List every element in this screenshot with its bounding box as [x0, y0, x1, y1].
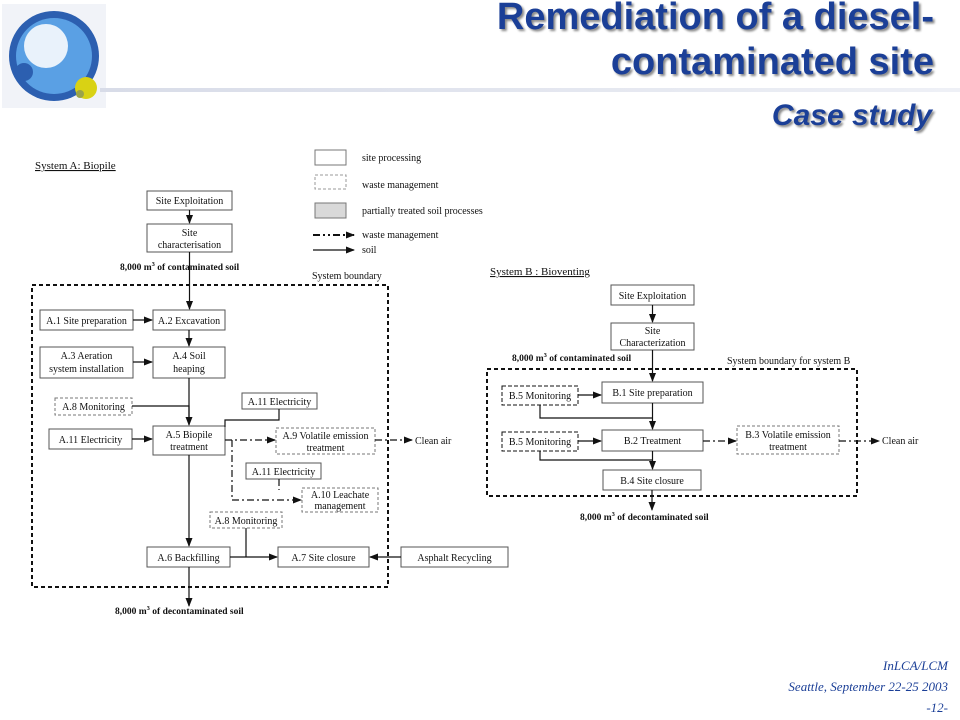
- b-decontaminated-soil-label: 8,000 m3 of decontaminated soil: [580, 511, 709, 523]
- system-b-title: System B : Bioventing: [490, 266, 590, 278]
- b-contaminated-soil-label: 8,000 m3 of contaminated soil: [512, 352, 631, 364]
- a5-label-2: treatment: [170, 442, 208, 453]
- a-site-char-label-1: Site: [182, 228, 198, 239]
- a11-lower-box: [245, 462, 322, 480]
- a7-label: A.7 Site closure: [291, 553, 356, 564]
- legend-soil-label: soil: [362, 245, 377, 256]
- logo-icon: [2, 4, 106, 108]
- a9-label-1: A.9 Volatile emission: [282, 431, 368, 442]
- a10-label-1: A.10 Leachate: [311, 490, 370, 501]
- a5-box: [152, 425, 226, 456]
- a-system-boundary: [31, 284, 389, 588]
- a4-label-2: heaping: [173, 364, 205, 375]
- process-flow-diagram: site processing waste management partial…: [31, 149, 919, 617]
- b-site-exploitation-label: Site Exploitation: [619, 291, 687, 302]
- a9-box: [275, 427, 376, 455]
- system-b-connectors: [539, 305, 656, 511]
- system-a-waste-connectors: [225, 436, 413, 504]
- a-site-char-label-2: characterisation: [158, 240, 221, 251]
- legend-waste-management-swatch: [314, 174, 347, 190]
- b5-bottom-label: B.5 Monitoring: [509, 437, 571, 448]
- footer-date: Seattle, September 22-25 2003: [788, 679, 948, 694]
- title-line-1: Remediation of a diesel-: [496, 0, 934, 38]
- a4-label-1: A.4 Soil: [172, 351, 206, 362]
- legend-waste-management-label: waste management: [362, 180, 439, 191]
- legend-site-processing-label: site processing: [362, 153, 421, 164]
- a-clean-air-label: Clean air: [415, 436, 452, 447]
- a3-label-1: A.3 Aeration: [61, 351, 113, 362]
- a-decontaminated-soil-label: 8,000 m3 of decontaminated soil: [115, 605, 244, 617]
- b-system-boundary-label: System boundary for system B: [727, 356, 851, 367]
- system-a-connectors: [132, 210, 401, 607]
- subtitle: Case study: [771, 99, 932, 132]
- a6-label: A.6 Backfilling: [157, 553, 219, 564]
- b-site-char-label-2: Characterization: [619, 338, 685, 349]
- a8-bottom-box: [209, 511, 283, 529]
- system-a-title: System A: Biopile: [35, 160, 116, 172]
- b-site-characterization-box: [610, 322, 695, 351]
- legend-site-processing-swatch: [314, 149, 347, 166]
- legend-waste-line-label: waste management: [362, 230, 439, 241]
- b5-top-label: B.5 Monitoring: [509, 391, 571, 402]
- footer-page-number: -12-: [926, 700, 948, 715]
- b1-label: B.1 Site preparation: [612, 388, 692, 399]
- a11-lower-label: A.11 Electricity: [252, 467, 316, 478]
- b3-box: [736, 425, 840, 455]
- header-rule: [100, 88, 960, 92]
- a-site-exploitation-label: Site Exploitation: [156, 196, 224, 207]
- a9-label-2: treatment: [307, 443, 345, 454]
- asphalt-recycling-label: Asphalt Recycling: [417, 553, 491, 564]
- title-line-2: contaminated site: [610, 41, 934, 83]
- a-site-characterisation-box: [146, 223, 233, 253]
- a-system-boundary-label: System boundary: [312, 271, 382, 282]
- a10-label-2: management: [314, 501, 365, 512]
- a11-left-label: A.11 Electricity: [59, 435, 123, 446]
- b2-label: B.2 Treatment: [624, 436, 681, 447]
- a8-top-label: A.8 Monitoring: [62, 402, 125, 413]
- a11-upper-label: A.11 Electricity: [248, 397, 312, 408]
- a-contaminated-soil-label: 8,000 m3 of contaminated soil: [120, 261, 239, 273]
- a3-box: [39, 346, 134, 379]
- a8-bottom-label: A.8 Monitoring: [215, 516, 278, 527]
- legend-partially-treated-label: partially treated soil processes: [362, 206, 483, 217]
- legend-partially-treated-swatch: [314, 202, 347, 219]
- a4-box: [152, 346, 226, 379]
- a3-label-2: system installation: [49, 364, 124, 375]
- a2-label: A.2 Excavation: [158, 316, 220, 327]
- a10-box: [301, 487, 379, 513]
- a1-label: A.1 Site preparation: [46, 316, 127, 327]
- b4-label: B.4 Site closure: [620, 476, 684, 487]
- footer-conference: InLCA/LCM: [882, 658, 948, 673]
- b3-label-1: B.3 Volatile emission: [745, 430, 830, 441]
- legend: site processing waste management partial…: [313, 149, 483, 256]
- b-site-char-label-1: Site: [645, 326, 661, 337]
- b3-label-2: treatment: [769, 442, 807, 453]
- b-system-boundary: [486, 368, 858, 497]
- a5-label-1: A.5 Biopile: [166, 430, 213, 441]
- b-clean-air-label: Clean air: [882, 436, 919, 447]
